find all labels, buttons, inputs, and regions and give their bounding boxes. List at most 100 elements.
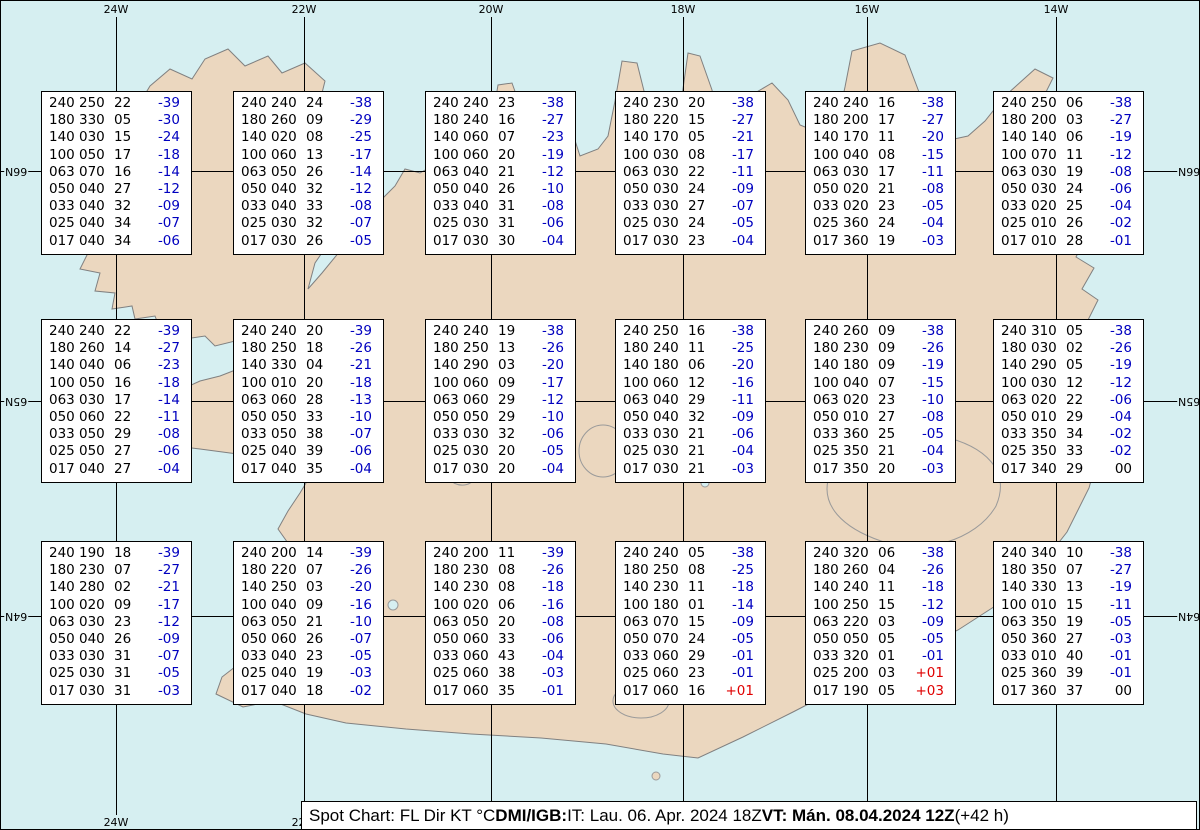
temperature-value: -02 <box>1109 215 1132 232</box>
wind-direction-value: 350 <box>1031 443 1057 460</box>
wind-direction-value: 040 <box>79 215 105 232</box>
flight-level-value: 180 <box>49 562 75 579</box>
wind-speed-value: 08 <box>688 146 706 163</box>
flight-level-value: 050 <box>813 181 839 198</box>
wind-direction-value: 010 <box>1031 648 1057 665</box>
wind-speed-value: 08 <box>306 129 324 146</box>
wind-speed-value: 13 <box>1066 579 1084 596</box>
wind-direction-value: 290 <box>1031 357 1057 374</box>
temperature-value: -05 <box>541 443 564 460</box>
wind-direction-value: 030 <box>79 665 105 682</box>
temperature-value: -01 <box>731 665 754 682</box>
flight-level-value: 140 <box>813 579 839 596</box>
flight-level-value: 050 <box>241 409 267 426</box>
flight-level-value: 180 <box>241 340 267 357</box>
wind-direction-value: 020 <box>79 596 105 613</box>
temperature-value: -27 <box>157 562 180 579</box>
wind-speed-value: 21 <box>878 181 896 198</box>
wind-direction-value: 060 <box>463 391 489 408</box>
wind-speed-value: 09 <box>878 357 896 374</box>
flight-level-value: 180 <box>623 340 649 357</box>
wind-direction-value: 360 <box>1031 631 1057 648</box>
wind-direction-value: 040 <box>271 665 297 682</box>
wind-direction-value: 200 <box>843 665 869 682</box>
wind-direction-value: 280 <box>79 579 105 596</box>
wind-direction-value: 250 <box>653 323 679 339</box>
wind-speed-value: 05 <box>688 545 706 561</box>
temperature-value: -26 <box>1109 340 1132 357</box>
wind-speed-value: 39 <box>1066 665 1084 682</box>
flight-level-value: 100 <box>623 146 649 163</box>
wind-direction-value: 330 <box>79 112 105 129</box>
temperature-value: -01 <box>1109 648 1132 665</box>
flight-level-value: 063 <box>49 613 75 630</box>
wind-speed-value: 20 <box>498 146 516 163</box>
wind-speed-value: 20 <box>306 323 324 339</box>
wind-speed-value: 35 <box>498 682 516 699</box>
wind-direction-value: 070 <box>653 613 679 630</box>
wind-direction-value: 070 <box>653 631 679 648</box>
temperature-value: -08 <box>157 426 180 443</box>
wind-direction-value: 220 <box>271 562 297 579</box>
temperature-value: -38 <box>731 545 754 561</box>
temperature-value: -38 <box>731 95 754 111</box>
wind-speed-value: 08 <box>498 579 516 596</box>
wind-direction-value: 040 <box>843 146 869 163</box>
flight-level-value: 063 <box>49 391 75 408</box>
flight-level-value: 240 <box>1001 323 1027 339</box>
wind-speed-value: 31 <box>114 648 132 665</box>
temperature-value: -08 <box>349 198 372 215</box>
wind-speed-value: 26 <box>1066 215 1084 232</box>
wind-speed-value: 09 <box>878 323 896 339</box>
wind-direction-value: 240 <box>79 323 105 339</box>
wind-speed-value: 26 <box>306 232 324 249</box>
wind-speed-value: 16 <box>114 374 132 391</box>
wind-speed-value: 27 <box>688 198 706 215</box>
temperature-value: -13 <box>349 391 372 408</box>
wind-speed-value: 09 <box>306 112 324 129</box>
temperature-value: -08 <box>541 613 564 630</box>
temperature-value: -18 <box>541 579 564 596</box>
wind-direction-value: 040 <box>653 409 679 426</box>
wind-speed-value: 01 <box>688 596 706 613</box>
temperature-value: 00 <box>1114 460 1132 477</box>
wind-direction-value: 060 <box>653 374 679 391</box>
wind-speed-value: 08 <box>878 146 896 163</box>
footer-text-bold: VT: Mán. 08.04.2024 12Z <box>761 805 955 825</box>
temperature-value: -12 <box>541 163 564 180</box>
temperature-value: -38 <box>921 95 944 111</box>
wind-direction-value: 200 <box>463 545 489 561</box>
flight-level-value: 180 <box>433 562 459 579</box>
wind-speed-value: 20 <box>306 374 324 391</box>
temperature-value: -17 <box>349 146 372 163</box>
temperature-value: +03 <box>915 682 945 699</box>
wind-speed-value: 29 <box>688 391 706 408</box>
wind-direction-value: 060 <box>463 129 489 146</box>
flight-level-value: 180 <box>813 112 839 129</box>
flight-level-value: 033 <box>433 426 459 443</box>
temperature-value: -18 <box>731 579 754 596</box>
wind-speed-value: 32 <box>306 215 324 232</box>
wind-direction-value: 360 <box>1031 665 1057 682</box>
wind-speed-value: 10 <box>1066 545 1084 561</box>
flight-level-value: 063 <box>813 163 839 180</box>
